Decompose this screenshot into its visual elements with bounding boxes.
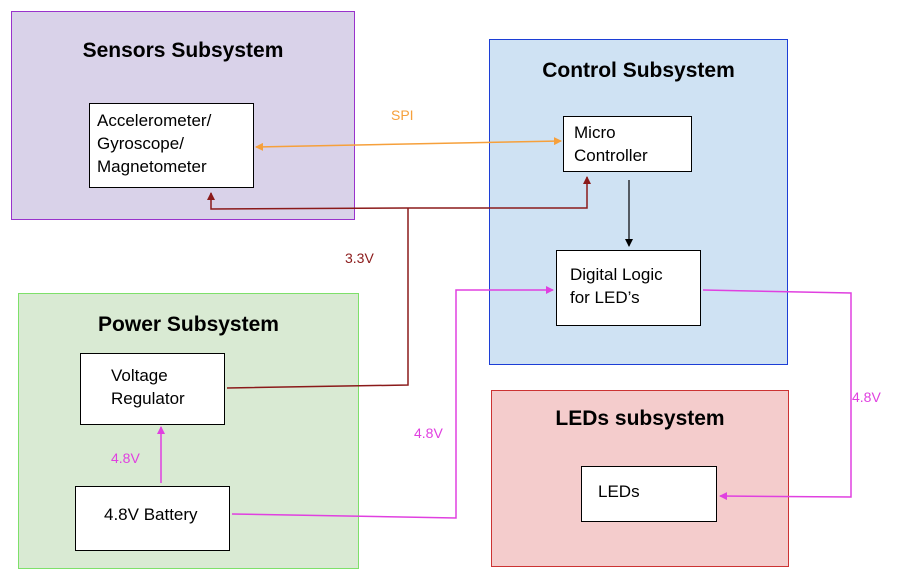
digital-logic-label-line-2: for LED’s — [570, 288, 640, 307]
imu-label-line-1: Accelerometer/ — [97, 111, 212, 130]
battery-label: 4.8V Battery — [104, 505, 198, 524]
imu-label-line-2: Gyroscope/ — [97, 134, 184, 153]
battery-block: 4.8V Battery — [75, 486, 230, 551]
leds-supply-voltage-label: 4.8V — [852, 389, 881, 405]
imu-block: Accelerometer/ Gyroscope/ Magnetometer — [89, 103, 254, 188]
power-3v3-wire — [226, 208, 409, 389]
voltage-regulator-label-line-2: Regulator — [111, 389, 185, 408]
spi-label: SPI — [391, 107, 414, 123]
microcontroller-block: Micro Controller — [563, 116, 692, 172]
logic-to-leds-wire — [702, 289, 852, 501]
voltage-regulator-label-line-1: Voltage — [111, 366, 168, 385]
digital-logic-block: Digital Logic for LED’s — [556, 250, 701, 326]
imu-label-line-3: Magnetometer — [97, 157, 207, 176]
power-subsystem-title: Power Subsystem — [98, 313, 279, 336]
leds-block: LEDs — [581, 466, 717, 522]
leds-subsystem-title: LEDs subsystem — [555, 407, 725, 430]
microcontroller-label-line-2: Controller — [574, 146, 648, 165]
voltage-regulator-block: Voltage Regulator — [80, 353, 225, 425]
sensors-subsystem-title: Sensors Subsystem — [82, 39, 284, 62]
battery-to-logic-wire — [231, 286, 554, 519]
battery-voltage-label: 4.8V — [111, 450, 140, 466]
leds-label: LEDs — [598, 482, 640, 501]
power-3v3-to-imu-wire — [207, 192, 409, 210]
spi-wire — [255, 137, 562, 151]
voltage-3v3-label: 3.3V — [345, 250, 374, 266]
power-3v3-to-mcu-wire — [408, 176, 591, 209]
digital-logic-label-line-1: Digital Logic — [570, 265, 663, 284]
control-subsystem-title: Control Subsystem — [542, 59, 735, 82]
logic-supply-voltage-label: 4.8V — [414, 425, 443, 441]
microcontroller-label-line-1: Micro — [574, 123, 616, 142]
